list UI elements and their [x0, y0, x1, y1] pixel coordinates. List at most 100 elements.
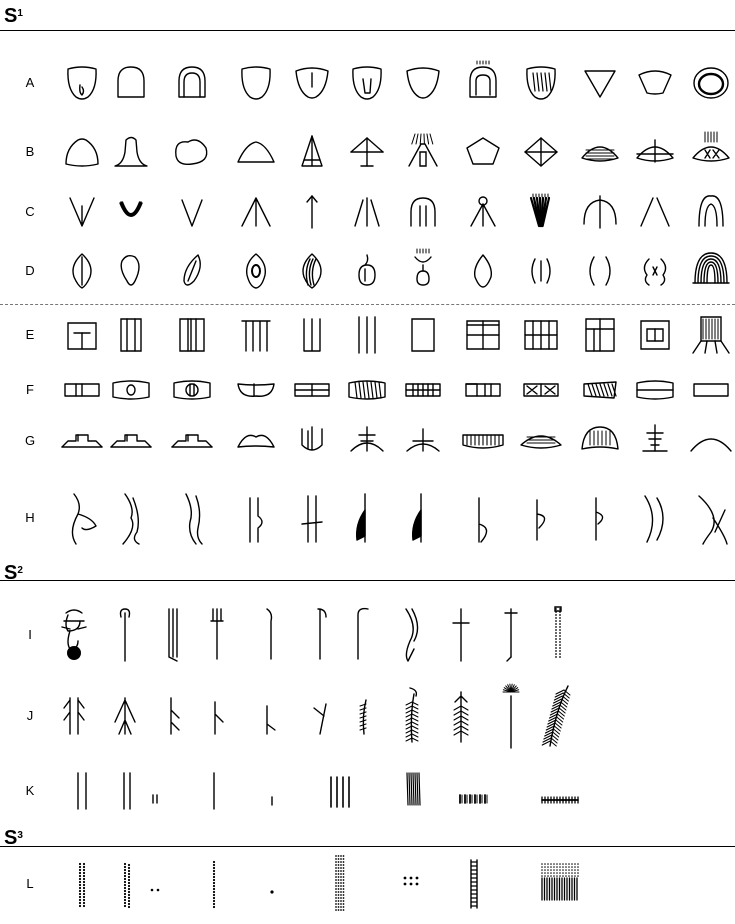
glyph-strokes	[694, 384, 728, 396]
glyph-strokes	[270, 890, 273, 893]
glyph-strokes	[641, 198, 669, 226]
glyph-striped-ridge	[511, 401, 571, 481]
glyph-p-shape-2	[570, 478, 630, 558]
row-label-c: C	[20, 204, 40, 220]
glyph-four-lines	[310, 751, 370, 831]
glyph-strokes	[467, 321, 499, 349]
glyph-strokes	[68, 323, 96, 349]
glyph-strokes	[693, 317, 729, 353]
row-label-e: E	[20, 327, 40, 343]
glyph-strokes	[521, 436, 561, 448]
glyph-filled-wing-2	[393, 478, 453, 558]
glyph-strokes	[525, 138, 557, 166]
glyph-double-post-figure	[282, 478, 342, 558]
glyph-plus-hill	[393, 401, 453, 481]
glyph-strokes	[637, 140, 673, 162]
glyph-strokes	[121, 609, 130, 661]
glyph-strokes	[250, 498, 262, 542]
glyph-strokes	[645, 496, 663, 542]
glyph-split-shield	[337, 43, 397, 123]
glyph-strokes	[542, 797, 578, 803]
glyph-strokes	[359, 317, 375, 353]
glyph-strokes	[184, 255, 200, 285]
row-label-i: I	[20, 627, 40, 643]
section-rule-s2	[0, 580, 735, 581]
glyph-strokes	[121, 256, 139, 285]
row-label-k: K	[20, 783, 40, 799]
glyph-strokes	[68, 67, 96, 99]
glyph-strokes	[302, 136, 322, 166]
glyph-strokes	[62, 435, 102, 447]
glyph-strokes	[171, 698, 179, 734]
glyph-striped-shield	[511, 43, 571, 123]
glyph-strokes	[555, 607, 561, 658]
glyph-strokes	[584, 196, 616, 228]
glyph-strokes	[532, 259, 550, 283]
glyph-bent-figure	[162, 478, 222, 558]
glyph-dot-pair	[125, 844, 185, 924]
glyph-filled-wing	[337, 478, 397, 558]
glyph-strokes	[466, 384, 500, 396]
glyph-hook-stick	[239, 595, 299, 675]
glyph-strokes	[335, 855, 344, 911]
glyph-short-line	[242, 751, 302, 831]
glyph-strokes	[296, 68, 328, 98]
glyph-strokes	[211, 609, 223, 659]
glyph-strokes	[64, 698, 84, 734]
glyph-strokes	[242, 67, 270, 99]
glyph-strokes	[267, 706, 275, 734]
glyph-b-shape	[453, 478, 513, 558]
glyph-strokes	[639, 71, 671, 94]
glyph-loop-cross	[681, 478, 735, 558]
glyph-dense-lines	[383, 751, 443, 831]
section-title-s1: S1	[4, 6, 23, 26]
glyph-strokes	[409, 134, 437, 166]
glyph-strokes	[115, 138, 147, 167]
glyph-strokes	[151, 889, 160, 892]
glyph-strokes	[541, 863, 579, 900]
glyph-strokes	[641, 321, 669, 349]
glyph-strokes	[596, 498, 603, 540]
glyph-strokes	[453, 609, 469, 661]
glyph-strokes	[238, 142, 274, 162]
glyph-strokes	[415, 249, 431, 285]
glyph-strokes	[470, 61, 496, 97]
glyph-strokes	[70, 198, 94, 226]
glyph-strokes	[186, 494, 202, 544]
glyph-strokes	[182, 200, 202, 226]
glyph-strokes	[79, 863, 85, 907]
glyph-strokes	[360, 700, 366, 734]
glyph-strokes	[590, 257, 610, 285]
glyph-strokes	[242, 198, 270, 226]
glyph-fringed-stick	[187, 595, 247, 675]
glyph-strokes	[123, 494, 139, 544]
glyph-strokes	[65, 384, 99, 396]
glyph-dense-dots	[310, 844, 370, 924]
glyph-strokes	[413, 494, 421, 542]
glyph-strokes	[318, 609, 326, 659]
glyph-strokes	[644, 259, 665, 285]
glyph-strokes	[179, 67, 205, 97]
glyph-stacked-cross	[625, 401, 685, 481]
glyph-shield-with-rays	[453, 43, 513, 123]
glyph-strokes	[463, 435, 503, 448]
glyph-strokes	[331, 777, 349, 807]
glyph-strokes	[238, 435, 274, 447]
glyph-strokes	[174, 381, 210, 399]
row-label-l: L	[20, 876, 40, 892]
row-label-a: A	[20, 75, 40, 91]
section-number: 3	[17, 830, 23, 841]
glyph-strokes	[121, 202, 141, 215]
glyph-strokes	[412, 319, 434, 351]
glyph-strokes	[471, 860, 477, 908]
glyph-strokes	[302, 496, 322, 542]
glyph-strokes	[699, 496, 727, 544]
glyph-ladder	[444, 844, 504, 924]
glyph-strokes	[351, 427, 383, 451]
glyph-strokes	[505, 609, 517, 661]
glyph-wavy-cap	[226, 401, 286, 481]
glyph-strokes	[407, 68, 439, 98]
glyph-dotted-post	[528, 595, 588, 675]
glyph-strokes	[302, 427, 322, 450]
section-number: 2	[17, 565, 23, 576]
